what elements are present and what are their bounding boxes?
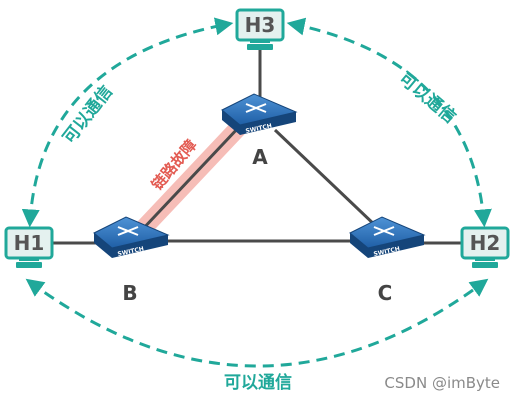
host-h1: H1 (4, 226, 54, 268)
comm-arc-h3-h2 (286, 17, 492, 228)
host-h2: H2 (460, 226, 510, 268)
comm-label-h3-h2: 可以通信 (395, 68, 461, 128)
switch-c-label: C (378, 281, 393, 305)
switch-b: SWITCH B (93, 216, 170, 305)
link-a-c (273, 128, 380, 230)
host-h1-label: H1 (14, 231, 45, 255)
switch-a-arrows-icon (245, 103, 267, 113)
comm-arc-h1-h2 (25, 278, 489, 368)
comm-arc-h1-h3 (21, 17, 234, 228)
switch-a-label: A (252, 145, 268, 169)
switch-c: SWITCH C (349, 216, 426, 305)
watermark: CSDN @imByte (384, 374, 500, 392)
host-h3-label: H3 (245, 13, 276, 37)
host-h3: H3 (235, 8, 285, 50)
host-h2-label: H2 (470, 231, 501, 255)
switch-b-arrows-icon (117, 226, 139, 236)
switch-a: SWITCH A (221, 93, 298, 169)
switch-c-arrows-icon (373, 226, 395, 236)
switch-b-label: B (122, 281, 137, 305)
faulty-link-a-b (131, 117, 249, 241)
comm-label-h1-h2: 可以通信 (224, 372, 292, 393)
comm-label-h1-h3: 可以通信 (58, 81, 116, 148)
